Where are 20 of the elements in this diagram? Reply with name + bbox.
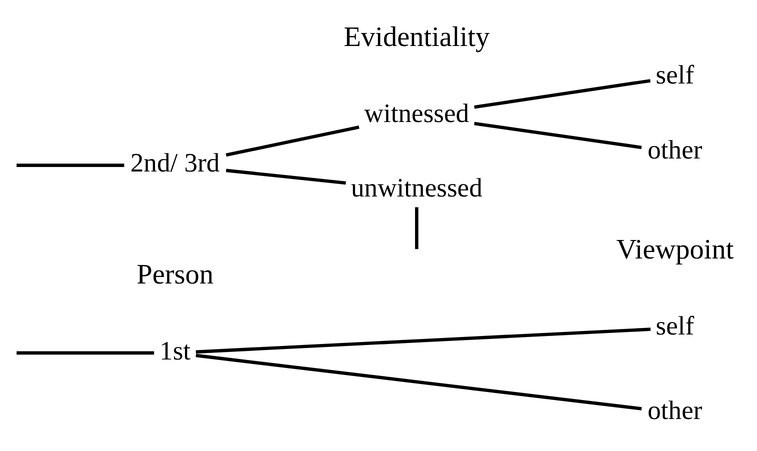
node-text: unwitnessed	[351, 172, 482, 203]
connector	[474, 79, 651, 109]
node-text: other	[648, 395, 702, 426]
node-text: 2nd/ 3rd	[130, 148, 220, 178]
label: Evidentiality	[344, 22, 490, 53]
connector	[196, 354, 642, 410]
connector	[16, 351, 154, 355]
label: Viewpoint	[616, 234, 734, 266]
connector	[226, 168, 346, 185]
connector	[226, 126, 360, 157]
node-text: witnessed	[364, 98, 470, 128]
node-text: self	[656, 60, 694, 90]
connector	[415, 207, 418, 250]
node-text: self	[656, 310, 694, 340]
connector	[196, 328, 651, 354]
label: Person	[136, 259, 214, 290]
node-text: 1st	[160, 335, 191, 366]
connector	[474, 122, 642, 150]
node-text: other	[648, 134, 702, 164]
connector	[16, 164, 124, 167]
